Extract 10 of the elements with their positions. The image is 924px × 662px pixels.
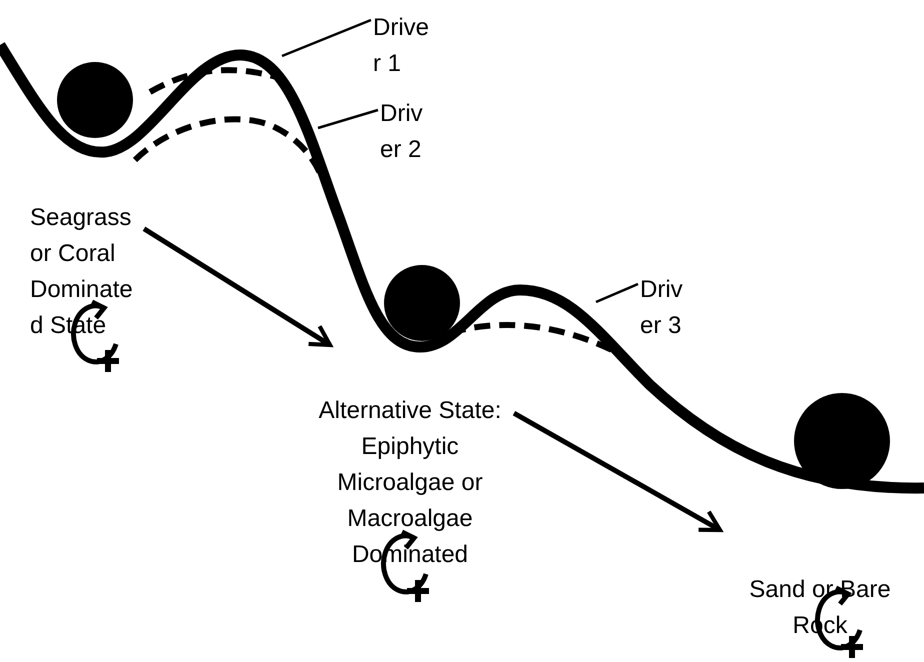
leader-line bbox=[318, 108, 378, 130]
driver-label: Driver 2 bbox=[380, 96, 432, 168]
leader-line bbox=[596, 282, 638, 304]
arrow bbox=[512, 411, 722, 532]
arrow bbox=[142, 226, 332, 348]
driver-label: Driver 3 bbox=[640, 272, 692, 344]
ball bbox=[384, 265, 460, 341]
driver-label: Driver 1 bbox=[373, 10, 435, 82]
ball bbox=[57, 62, 133, 138]
leader-line bbox=[282, 18, 372, 58]
